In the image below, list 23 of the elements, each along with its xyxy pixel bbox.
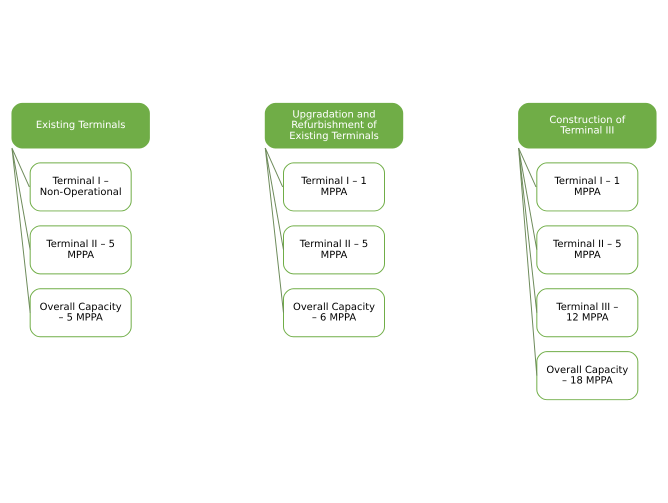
connector [11,148,31,250]
node-box: Terminal I – Non-Operational [30,162,132,212]
node-box: Terminal II – 5 MPPA [30,225,132,274]
connector [11,148,30,188]
node-box: Existing Terminals [11,102,150,149]
connector [11,148,31,314]
connector [264,148,284,314]
node-box: Overall Capacity – 6 MPPA [283,288,385,338]
connector [518,148,538,250]
node-box: Terminal I – 1 MPPA [536,162,638,212]
connector [264,148,284,250]
node-box: Terminal I – 1 MPPA [283,162,385,212]
node-box: Terminal III – 12 MPPA [536,288,638,338]
connector [518,148,538,376]
node-box: Terminal II – 5 MPPA [536,225,638,274]
node-box: Upgradation and Refurbishment of Existing Terminals [264,102,404,149]
connector [518,148,536,188]
node-box: Terminal II – 5 MPPA [283,225,385,274]
node-box: Overall Capacity – 5 MPPA [30,288,132,338]
node-box: Overall Capacity – 18 MPPA [536,351,638,400]
node-box: Construction of Terminal III [518,102,657,149]
connector [264,148,284,188]
connector [518,148,538,314]
